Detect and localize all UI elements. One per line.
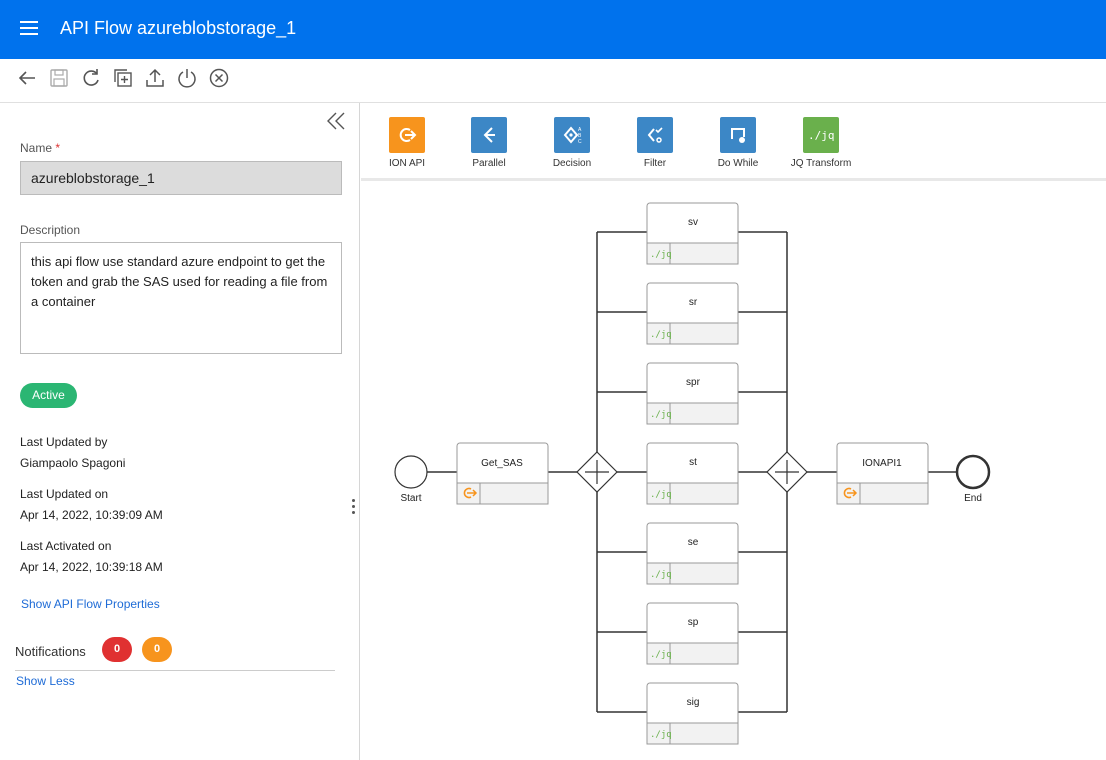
flow-diagram: Start Get_SAS ./jq sv ./jq sr ./jq spr ./jq st.… xyxy=(394,202,991,745)
jq-transform-icon: ./jq xyxy=(650,330,672,340)
palette-item-jq-transform[interactable]: ./jq JQ Transform xyxy=(785,117,857,169)
jq-transform-icon: ./jq xyxy=(650,490,672,500)
jq-node-sp[interactable]: ./jq sp xyxy=(646,602,739,665)
end-event[interactable] xyxy=(955,454,991,490)
ionapi1-label: IONAPI1 xyxy=(862,458,902,469)
ion-api-icon xyxy=(463,487,478,499)
cancel-icon[interactable] xyxy=(208,67,230,89)
last-updated-by-label: Last Updated by xyxy=(20,435,108,449)
upload-icon[interactable] xyxy=(144,67,166,89)
last-activated-on-label: Last Activated on xyxy=(20,539,112,553)
do-while-icon xyxy=(720,117,756,153)
last-activated-on-value: Apr 14, 2022, 10:39:18 AM xyxy=(20,560,163,574)
start-event[interactable] xyxy=(394,455,428,489)
palette-label: ION API xyxy=(388,158,426,169)
jq-node-sig[interactable]: ./jq sig xyxy=(646,682,739,745)
name-field[interactable]: azureblobstorage_1 xyxy=(20,161,342,195)
notifications-label: Notifications xyxy=(15,644,86,659)
svg-text:A: A xyxy=(578,127,582,133)
show-less-link[interactable]: Show Less xyxy=(16,674,75,688)
jq-transform-icon: ./jq xyxy=(650,570,672,580)
parallel-branch-nodes: ./jqsv./jqsr./jqspr./jqst./jqse./jqsp./j… xyxy=(646,202,739,745)
jq-transform-icon: ./jq xyxy=(650,410,672,420)
palette-label: JQ Transform xyxy=(790,158,852,169)
notification-error-badge[interactable]: 0 xyxy=(102,637,132,662)
jq-node-st[interactable]: ./jq st xyxy=(646,442,739,505)
toolbar xyxy=(0,59,1106,103)
jq-node-se[interactable]: ./jq se xyxy=(646,522,739,585)
back-arrow-icon[interactable] xyxy=(16,67,38,89)
parallel-icon xyxy=(471,117,507,153)
jq-node-label: sv xyxy=(688,217,698,228)
jq-node-label: sig xyxy=(687,697,700,708)
jq-transform-icon: ./jq xyxy=(650,650,672,660)
description-label: Description xyxy=(20,223,81,237)
show-api-flow-properties-link[interactable]: Show API Flow Properties xyxy=(21,597,160,611)
parallel-gateway-split-icon[interactable] xyxy=(576,451,618,493)
details-panel: Name * azureblobstorage_1 Description th… xyxy=(0,103,360,760)
get-sas-node[interactable]: Get_SAS xyxy=(456,442,549,505)
jq-node-sr[interactable]: ./jq sr xyxy=(646,282,739,345)
jq-node-spr[interactable]: ./jq spr xyxy=(646,362,739,425)
jq-transform-icon: ./jq xyxy=(650,730,672,740)
status-badge: Active xyxy=(20,383,77,408)
palette-item-ion-api[interactable]: ION API xyxy=(371,117,443,169)
description-field[interactable]: this api flow use standard azure endpoin… xyxy=(20,242,342,354)
jq-node-label: sp xyxy=(688,617,699,628)
parallel-gateway-join-icon[interactable] xyxy=(766,451,808,493)
ionapi1-node[interactable]: IONAPI1 xyxy=(836,442,929,505)
jq-node-label: sr xyxy=(689,297,698,308)
hamburger-menu-icon[interactable] xyxy=(20,21,38,35)
flow-canvas[interactable]: Start Get_SAS ./jq sv ./jq sr ./jq spr ./jq st.… xyxy=(361,184,1106,760)
filter-icon xyxy=(637,117,673,153)
jq-node-sv[interactable]: ./jq sv xyxy=(646,202,739,265)
required-mark: * xyxy=(55,141,61,155)
ion-api-icon xyxy=(843,487,858,499)
add-copy-icon[interactable] xyxy=(112,67,134,89)
end-label: End xyxy=(964,493,982,504)
refresh-icon[interactable] xyxy=(80,67,102,89)
jq-node-label: st xyxy=(689,457,697,468)
panel-splitter-handle[interactable] xyxy=(352,499,356,519)
palette-item-filter[interactable]: Filter xyxy=(619,117,691,169)
power-icon[interactable] xyxy=(176,67,198,89)
palette-label: Do While xyxy=(717,158,759,169)
ion-api-icon xyxy=(389,117,425,153)
palette-label: Parallel xyxy=(472,158,506,169)
page-title: API Flow azureblobstorage_1 xyxy=(60,18,297,38)
collapse-panel-icon[interactable] xyxy=(326,111,346,131)
palette-label: Filter xyxy=(643,158,667,169)
jq-transform-icon: ./jq xyxy=(803,117,839,153)
get-sas-label: Get_SAS xyxy=(481,458,523,469)
jq-node-label: se xyxy=(688,537,699,548)
save-icon[interactable] xyxy=(48,67,70,89)
notification-warning-badge[interactable]: 0 xyxy=(142,637,172,662)
divider xyxy=(15,670,335,671)
palette-item-parallel[interactable]: Parallel xyxy=(453,117,525,169)
svg-text:./jq: ./jq xyxy=(808,129,835,142)
svg-text:C: C xyxy=(578,139,582,145)
palette-label: Decision xyxy=(552,158,592,169)
svg-text:B: B xyxy=(578,133,582,139)
last-updated-on-value: Apr 14, 2022, 10:39:09 AM xyxy=(20,508,163,522)
jq-transform-icon: ./jq xyxy=(650,250,672,260)
last-updated-on-label: Last Updated on xyxy=(20,487,109,501)
name-label: Name * xyxy=(20,141,61,155)
branch-connectors xyxy=(597,231,787,713)
app-header: API Flow azureblobstorage_1 xyxy=(0,0,1106,59)
start-label: Start xyxy=(400,493,421,504)
palette-item-do-while[interactable]: Do While xyxy=(702,117,774,169)
last-updated-by-value: Giampaolo Spagoni xyxy=(20,456,126,470)
jq-node-label: spr xyxy=(686,377,701,388)
